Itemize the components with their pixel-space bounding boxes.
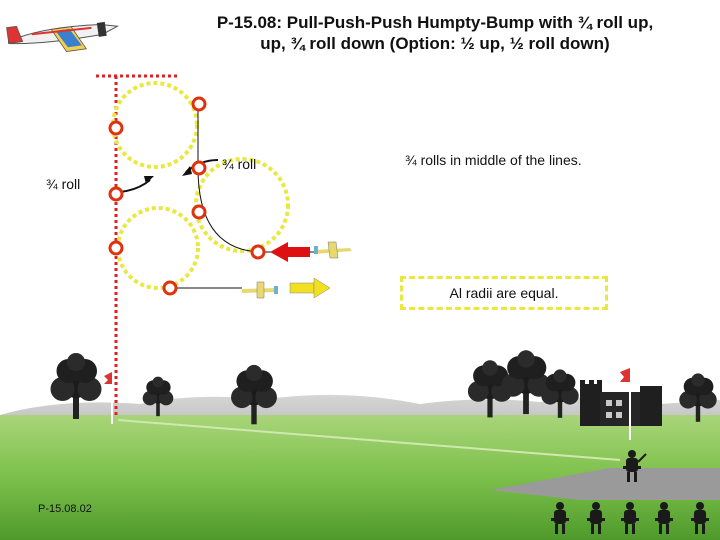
marker: [191, 160, 207, 176]
footer-code: P-15.08.02: [38, 503, 92, 515]
radii-note-box: Al radii are equal.: [400, 276, 608, 310]
slide-title: P-15.08: Pull-Push-Push Humpty-Bump with…: [150, 12, 720, 54]
title-line-1: P-15.08: Pull-Push-Push Humpty-Bump with…: [216, 13, 654, 32]
marker: [108, 186, 124, 202]
marker: [191, 96, 207, 112]
flag-icon: [104, 372, 113, 424]
figure-path: [111, 81, 290, 290]
title-line-2: up, ¾ roll down (Option: ½ up, ½ roll do…: [260, 34, 610, 53]
marker: [108, 120, 124, 136]
ground-line: [117, 419, 621, 461]
runway: [490, 468, 720, 500]
marker: [191, 204, 207, 220]
exit-arrow: [289, 277, 331, 299]
rolls-note: ¾ rolls in middle of the lines.: [405, 152, 582, 168]
airplane-icon: [314, 241, 352, 259]
castle-icon: [580, 380, 662, 426]
pilot-icon: [623, 450, 647, 482]
marker: [250, 244, 266, 260]
entry-arrow: [270, 242, 310, 262]
roll-label-upper: ¾ roll: [222, 156, 257, 172]
roll-label-left: ¾ roll: [46, 176, 81, 192]
marker: [108, 240, 124, 256]
airplane-icon: [242, 281, 278, 299]
radii-note: Al radii are equal.: [449, 285, 559, 301]
airplane-icon: [6, 21, 120, 52]
top-line: [197, 104, 259, 253]
flag-icon: [620, 368, 631, 440]
marker: [162, 280, 178, 296]
figure-markers: [108, 96, 266, 296]
